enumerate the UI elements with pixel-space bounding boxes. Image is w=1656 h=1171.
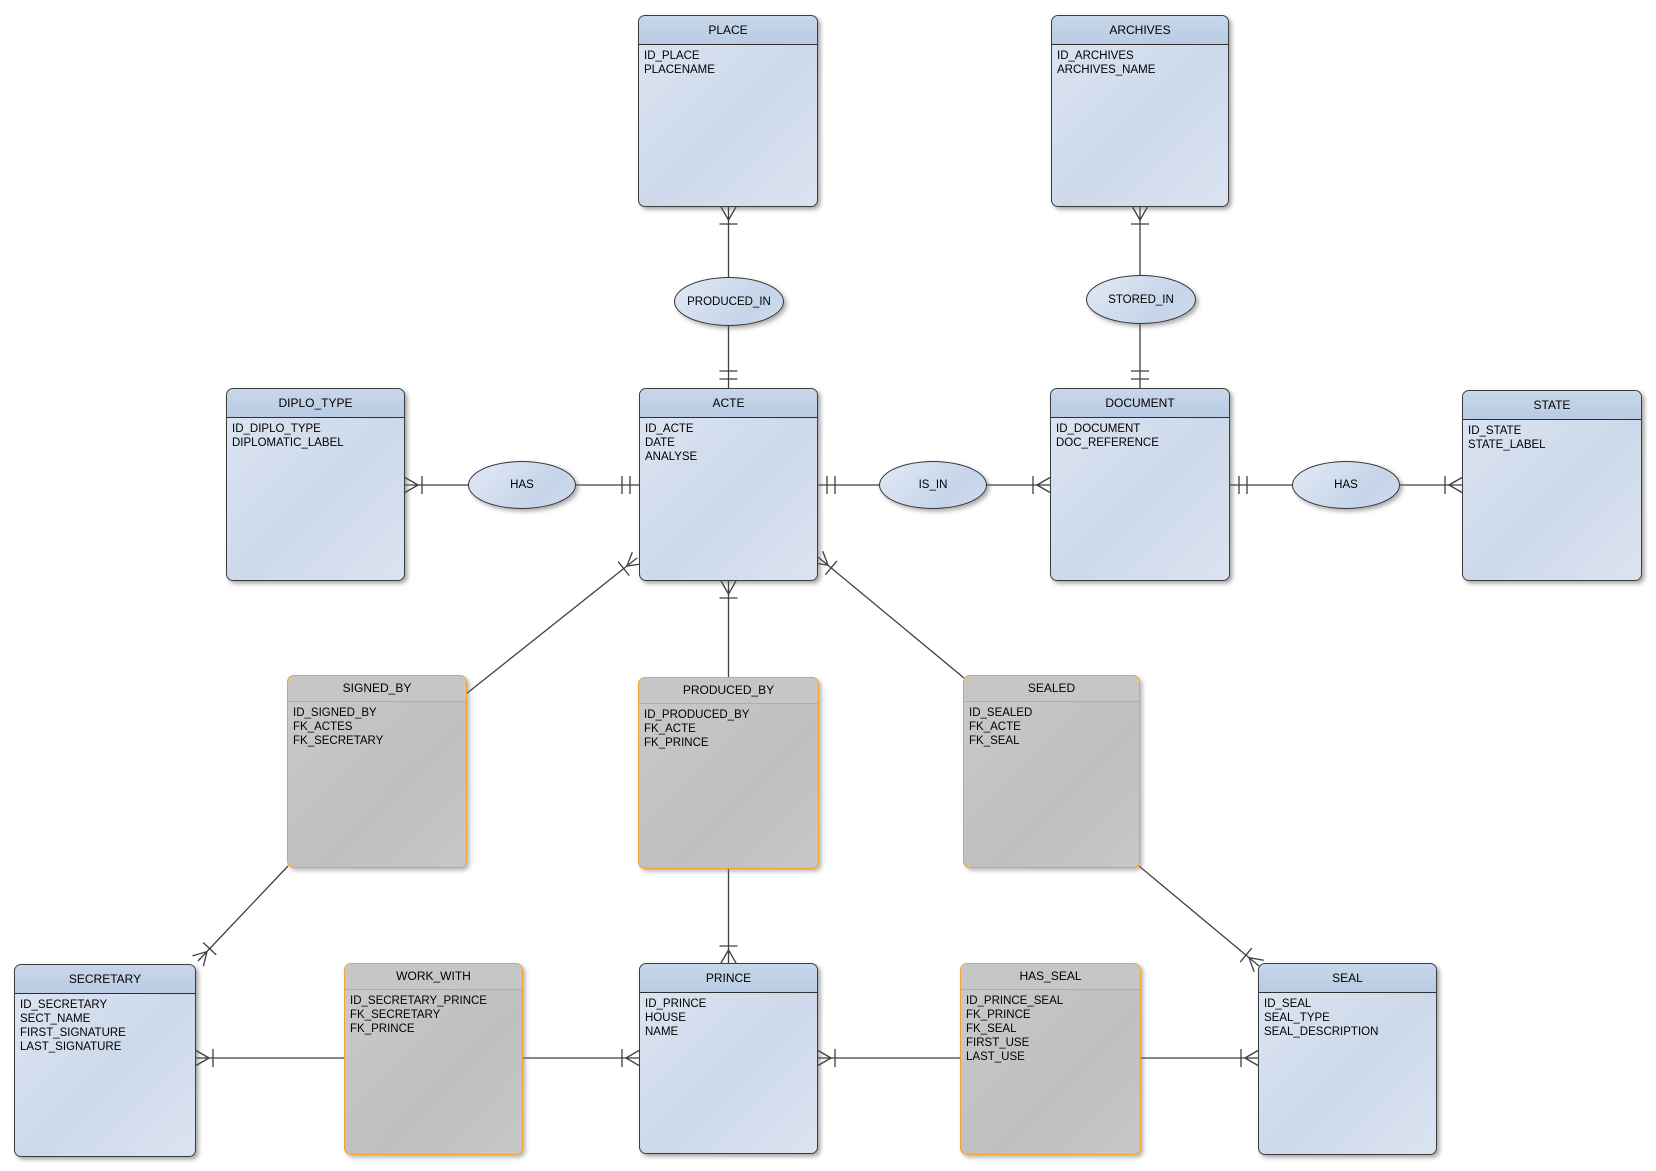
connector — [1239, 947, 1253, 963]
connector — [1248, 957, 1255, 972]
connector — [1138, 865, 1260, 967]
entity-diplo-type[interactable]: DIPLO_TYPE ID_DIPLO_TYPE DIPLOMATIC_LABE… — [226, 388, 405, 581]
entity-sealed[interactable]: SEALED ID_SEALED FK_ACTE FK_SEAL — [963, 675, 1140, 868]
connector — [822, 550, 829, 566]
connector — [720, 206, 730, 221]
entity-place[interactable]: PLACE ID_PLACE PLACENAME — [638, 15, 818, 207]
entity-state[interactable]: STATE ID_STATE STATE_LABEL — [1462, 390, 1642, 581]
entity-state-title: STATE — [1463, 391, 1641, 420]
entity-document[interactable]: DOCUMENT ID_DOCUMENT DOC_REFERENCE — [1050, 388, 1230, 581]
relationship-stored-in-label: STORED_IN — [1108, 293, 1174, 306]
connector — [617, 561, 630, 577]
entity-secretary-title: SECRETARY — [15, 965, 195, 994]
connector — [404, 476, 419, 486]
entity-signed-by-title: SIGNED_BY — [288, 676, 466, 702]
entity-diplo-type-title: DIPLO_TYPE — [227, 389, 404, 418]
entity-diplo-type-fields: ID_DIPLO_TYPE DIPLOMATIC_LABEL — [232, 423, 344, 449]
relationship-has-state[interactable]: HAS — [1292, 461, 1400, 509]
entity-seal-fields: ID_SEAL SEAL_TYPE SEAL_DESCRIPTION — [1264, 998, 1379, 1038]
entity-prince-fields: ID_PRINCE HOUSE NAME — [645, 998, 707, 1038]
connector — [195, 1057, 210, 1067]
entity-signed-by-fields: ID_SIGNED_BY FK_ACTES FK_SECRETARY — [293, 707, 384, 747]
relationship-produced-in-label: PRODUCED_IN — [687, 295, 771, 308]
connector — [817, 1049, 832, 1059]
entity-acte-title: ACTE — [640, 389, 817, 418]
connector — [1244, 1049, 1259, 1059]
entity-seal[interactable]: SEAL ID_SEAL SEAL_TYPE SEAL_DESCRIPTION — [1258, 963, 1437, 1155]
entity-prince-title: PRINCE — [640, 964, 817, 993]
entity-document-title: DOCUMENT — [1051, 389, 1229, 418]
entity-work-with-title: WORK_WITH — [345, 964, 522, 990]
entity-seal-title: SEAL — [1259, 964, 1436, 993]
connector — [1448, 476, 1463, 486]
connector — [1036, 484, 1051, 494]
relationship-has-diplo-label: HAS — [510, 479, 534, 491]
relationship-produced-in[interactable]: PRODUCED_IN — [674, 277, 784, 326]
connector — [197, 865, 289, 962]
connector — [1448, 484, 1463, 494]
connector — [195, 1049, 210, 1059]
connector — [1036, 476, 1051, 486]
entity-state-fields: ID_STATE STATE_LABEL — [1468, 425, 1546, 451]
connector — [202, 951, 208, 967]
entity-sealed-fields: ID_SEALED FK_ACTE FK_SEAL — [969, 707, 1033, 747]
relationship-has-state-label: HAS — [1334, 479, 1358, 491]
relationship-is-in[interactable]: IS_IN — [879, 461, 987, 509]
entity-place-fields: ID_PLACE PLACENAME — [644, 50, 715, 76]
relationship-has-diplo[interactable]: HAS — [468, 461, 576, 509]
entity-archives-title: ARCHIVES — [1052, 16, 1228, 45]
entity-place-title: PLACE — [639, 16, 817, 45]
entity-produced-by[interactable]: PRODUCED_BY ID_PRODUCED_BY FK_ACTE FK_PR… — [638, 677, 819, 869]
entity-prince[interactable]: PRINCE ID_PRINCE HOUSE NAME — [639, 963, 818, 1154]
connector — [817, 1057, 832, 1067]
entity-acte-fields: ID_ACTE DATE ANALYSE — [645, 423, 698, 463]
connector — [404, 484, 419, 494]
connector — [720, 949, 730, 964]
entity-document-fields: ID_DOCUMENT DOC_REFERENCE — [1056, 423, 1159, 449]
connector — [465, 557, 638, 695]
entity-has-seal-fields: ID_PRINCE_SEAL FK_PRINCE FK_SEAL FIRST_U… — [966, 995, 1064, 1063]
entity-signed-by[interactable]: SIGNED_BY ID_SIGNED_BY FK_ACTES FK_SECRE… — [287, 675, 467, 868]
connector — [824, 560, 838, 576]
connector — [625, 1057, 640, 1067]
connector — [727, 949, 737, 964]
connector — [727, 580, 737, 595]
entity-secretary-fields: ID_SECRETARY SECT_NAME FIRST_SIGNATURE L… — [20, 999, 126, 1053]
relationship-is-in-label: IS_IN — [918, 479, 948, 491]
entity-archives[interactable]: ARCHIVES ID_ARCHIVES ARCHIVES_NAME — [1051, 15, 1229, 207]
entity-produced-by-fields: ID_PRODUCED_BY FK_ACTE FK_PRINCE — [644, 709, 750, 749]
entity-produced-by-title: PRODUCED_BY — [639, 678, 818, 704]
connector — [192, 950, 208, 957]
entity-work-with[interactable]: WORK_WITH ID_SECRETARY_PRINCE FK_SECRETA… — [344, 963, 523, 1155]
connector — [1131, 206, 1141, 221]
connector — [727, 206, 737, 221]
entity-acte[interactable]: ACTE ID_ACTE DATE ANALYSE — [639, 388, 818, 581]
entity-sealed-title: SEALED — [964, 676, 1139, 702]
connector — [1244, 1057, 1259, 1067]
entity-has-seal-title: HAS_SEAL — [961, 964, 1140, 990]
connector — [1139, 206, 1149, 221]
connector — [625, 1049, 640, 1059]
entity-secretary[interactable]: SECRETARY ID_SECRETARY SECT_NAME FIRST_S… — [14, 964, 196, 1157]
connector — [817, 556, 965, 679]
relationship-stored-in[interactable]: STORED_IN — [1086, 275, 1196, 324]
connector — [202, 941, 217, 956]
connector — [720, 580, 730, 595]
entity-work-with-fields: ID_SECRETARY_PRINCE FK_SECRETARY FK_PRIN… — [350, 995, 487, 1035]
entity-has-seal[interactable]: HAS_SEAL ID_PRINCE_SEAL FK_PRINCE FK_SEA… — [960, 963, 1141, 1155]
entity-archives-fields: ID_ARCHIVES ARCHIVES_NAME — [1057, 50, 1156, 76]
connector — [1248, 957, 1264, 961]
connector — [626, 551, 633, 567]
